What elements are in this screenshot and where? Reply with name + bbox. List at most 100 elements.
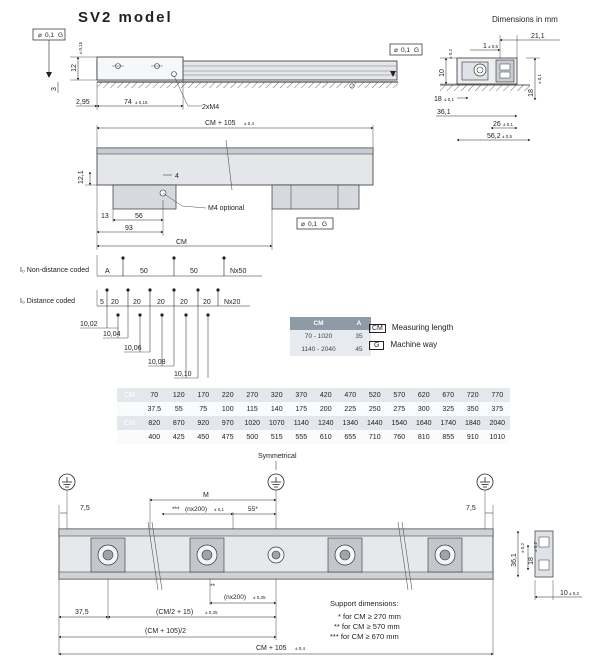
dim-10-b-tol: ± 0,2 bbox=[569, 591, 579, 596]
dist-val-2: 20 bbox=[133, 299, 141, 306]
cm-table-cell: 270 bbox=[240, 388, 265, 402]
mount-block-left bbox=[112, 184, 177, 210]
cm-table-cell: 275 bbox=[387, 402, 412, 416]
cm-table-cell: 655 bbox=[338, 430, 363, 444]
cm-table-cell: 670 bbox=[436, 388, 461, 402]
dim-1: 1 bbox=[483, 43, 487, 50]
cm-table-cell: 810 bbox=[411, 430, 436, 444]
double-star: ** bbox=[210, 583, 216, 590]
end-view: 21,1 1 ± 0,5 10 ± 0,2 18 ± 0,1 18 ± 0,1 … bbox=[434, 33, 560, 142]
cm-table-cell: 55 bbox=[166, 402, 191, 416]
cm-table-row-header: M bbox=[117, 402, 142, 416]
dim-36-1-b-tol: ± 0,2 bbox=[520, 543, 525, 553]
dim-10-tol: ± 0,2 bbox=[448, 49, 453, 59]
dist-val-1: 20 bbox=[111, 299, 119, 306]
dim-half-cm-105: (CM + 105)/2 bbox=[145, 628, 186, 635]
cm-table-cell: 1740 bbox=[436, 416, 461, 430]
legend-cm-text: Measuring length bbox=[391, 323, 454, 332]
cm-table-cell: 2040 bbox=[485, 416, 510, 430]
nondist-n: Nx50 bbox=[230, 268, 246, 275]
a-table-cell: 35 bbox=[347, 330, 371, 343]
cm-table-cell: 175 bbox=[289, 402, 314, 416]
cm-table-cell: 420 bbox=[313, 388, 338, 402]
dim-cm-105-b: CM + 105 bbox=[256, 645, 287, 652]
mount-pad bbox=[189, 537, 225, 573]
side-view: ⌀ 0,1 G ⌀ 0,1 G 12 ± 0,15 3 bbox=[32, 28, 423, 111]
dim-12-1: 12,1 bbox=[78, 170, 85, 184]
cm-table-cell: 475 bbox=[215, 430, 240, 444]
mount-pad bbox=[327, 537, 363, 573]
ground-symbol-icon bbox=[267, 473, 285, 491]
dim-m: M bbox=[203, 492, 209, 499]
dist-n: Nx20 bbox=[224, 299, 240, 306]
cm-table-cell: 620 bbox=[411, 388, 436, 402]
cm-table-cell: 75 bbox=[191, 402, 216, 416]
dim-10: 10 bbox=[439, 69, 446, 77]
dim-55: 55* bbox=[248, 506, 258, 513]
cm-table-cell: 120 bbox=[166, 388, 191, 402]
cm-table-cell: 115 bbox=[240, 402, 265, 416]
cm-table-cell: 70 bbox=[142, 388, 167, 402]
a-value-table: CM A 70 - 1020 35 1140 - 2040 45 bbox=[290, 317, 371, 356]
cm-table-cell: 710 bbox=[362, 430, 387, 444]
cm-table-cell: 720 bbox=[460, 388, 485, 402]
nondist-50-a: 50 bbox=[140, 268, 148, 275]
cm-table-cell: 450 bbox=[191, 430, 216, 444]
cm-table-cell: 1010 bbox=[485, 430, 510, 444]
label-2xm4: 2xM4 bbox=[202, 104, 219, 111]
cm-table-cell: 1070 bbox=[264, 416, 289, 430]
label-m4-optional: M4 optional bbox=[208, 205, 245, 212]
cm-table-row-header: M bbox=[117, 430, 142, 444]
dim-3: 3 bbox=[51, 87, 58, 91]
reference-marks: I₀ Non-distance coded A 50 50 Nx50 I₀ Di… bbox=[20, 255, 262, 379]
legend-cm-box: CM bbox=[369, 324, 386, 333]
a-table-header-cm: CM bbox=[290, 317, 347, 330]
flatness-ref: G bbox=[58, 32, 63, 39]
mount-pad bbox=[427, 537, 463, 573]
triple-star: *** bbox=[172, 506, 180, 513]
dim-12-tol: ± 0,15 bbox=[78, 41, 83, 54]
dim-56: 56 bbox=[135, 213, 143, 220]
cm-table-cell: 370 bbox=[289, 388, 314, 402]
legend-g-text: Machine way bbox=[390, 340, 438, 349]
support-title: Support dimensions: bbox=[330, 599, 399, 608]
nx200-label: (nx200) bbox=[185, 506, 207, 513]
cm-table-cell: 1020 bbox=[240, 416, 265, 430]
cm-table-cell: 1340 bbox=[338, 416, 363, 430]
cm-table-cell: 1240 bbox=[313, 416, 338, 430]
step-1: 10,04 bbox=[103, 331, 121, 338]
dim-56-2: 56,2 bbox=[487, 133, 501, 140]
cm-table-cell: 140 bbox=[264, 402, 289, 416]
svg-text:⌀: ⌀ bbox=[301, 221, 305, 228]
cm-table-cell: 1640 bbox=[411, 416, 436, 430]
flatness-value-3: 0,1 bbox=[308, 221, 317, 228]
dim-26: 26 bbox=[493, 121, 501, 128]
dim-18-a: 18 bbox=[434, 96, 442, 103]
dim-half-cm-15-tol: ± 0,25 bbox=[205, 610, 218, 615]
cm-table-cell: 220 bbox=[215, 388, 240, 402]
ground-symbol-icon bbox=[58, 473, 76, 491]
cm-table-cell: 470 bbox=[338, 388, 363, 402]
dim-1-tol: ± 0,5 bbox=[488, 44, 498, 49]
legend-cm: CM Measuring length bbox=[369, 323, 453, 333]
cm-table-cell: 910 bbox=[460, 430, 485, 444]
cm-table-cell: 375 bbox=[485, 402, 510, 416]
dim-18-c-tol: ± 0,2 bbox=[533, 542, 538, 552]
dist-val-4: 20 bbox=[180, 299, 188, 306]
cm-table-cell: 170 bbox=[191, 388, 216, 402]
support-line-1: * for CM ≥ 270 mm bbox=[338, 612, 401, 621]
mount-hole bbox=[267, 546, 285, 564]
cm-table-cell: 855 bbox=[436, 430, 461, 444]
cm-table-cell: 760 bbox=[387, 430, 412, 444]
nx200-tol: ± 0,1 bbox=[214, 507, 224, 512]
cm-table-cell: 200 bbox=[313, 402, 338, 416]
svg-text:⌀: ⌀ bbox=[38, 32, 42, 39]
dim-cm-105-tol: ± 0,4 bbox=[244, 121, 254, 126]
dim-13: 13 bbox=[101, 213, 109, 220]
dist-val-3: 20 bbox=[157, 299, 165, 306]
dim-cm-105-b-tol: ± 0,4 bbox=[295, 646, 305, 651]
